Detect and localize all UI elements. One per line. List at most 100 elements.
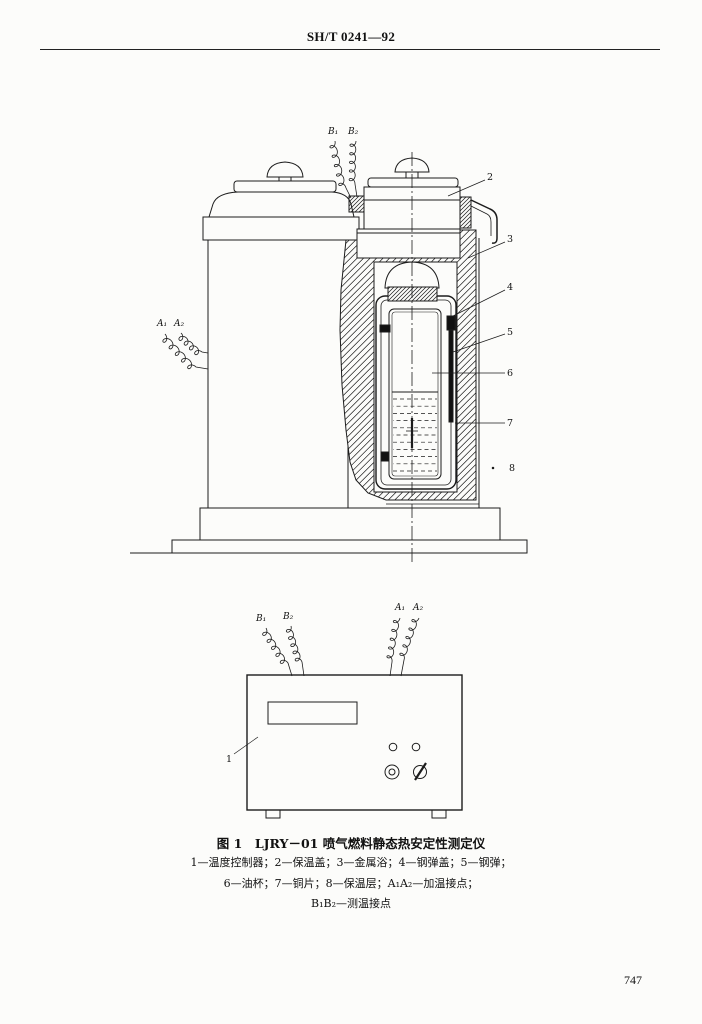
left-unit-collar [202, 216, 360, 241]
part-label-7: 7 [507, 418, 513, 429]
hatch-line [341, 257, 364, 280]
wire-b1 [329, 140, 352, 199]
hatch-line [343, 250, 359, 266]
bomb-wall-strip [448, 329, 454, 423]
hatch-line [456, 457, 477, 477]
steel-bomb-lid [387, 286, 438, 302]
hatch-line [345, 403, 375, 432]
hatch-line [392, 257, 397, 263]
hatch-line [382, 491, 390, 500]
hatch-line [466, 490, 477, 501]
hatch-line [456, 314, 477, 334]
hatch-line [358, 206, 365, 213]
controller-wire-label-a1: A₁ [394, 603, 405, 613]
hatch-line [466, 223, 472, 229]
hatch-line [350, 442, 375, 466]
seal-block-right [446, 315, 456, 331]
hatch-line [427, 491, 436, 501]
left-unit-lid [208, 191, 355, 218]
hatch-line [368, 488, 375, 494]
controller-wire-label-a2: A₂ [412, 603, 423, 613]
hatch-line [411, 286, 427, 302]
hatch-line [348, 423, 375, 450]
hatch-line [456, 262, 477, 282]
lid-clamp-right [459, 196, 472, 229]
hatch-line [378, 491, 384, 498]
hatch-line [345, 239, 350, 244]
hatch-line [358, 468, 375, 484]
hatch-line [459, 229, 470, 240]
hatch-line [341, 351, 375, 385]
hatch-line [456, 444, 477, 464]
hatch-line [387, 286, 395, 294]
controller-wire-b1 [262, 627, 293, 677]
hatch-line [343, 371, 375, 403]
hatch-line [456, 438, 477, 458]
left-unit-lid-rim [233, 180, 337, 193]
hatch-line [456, 418, 477, 438]
hatch-line [456, 288, 477, 308]
hatch-line [450, 257, 455, 263]
hatch-line [362, 475, 375, 488]
hatch-line [424, 257, 429, 263]
hatch-line [456, 353, 477, 373]
hatch-line [472, 496, 477, 501]
indicator-lamp-left [388, 742, 398, 752]
leader-5 [452, 333, 506, 353]
hatch-line [342, 364, 375, 397]
hatch-line [456, 464, 477, 484]
hatch-line [456, 392, 477, 412]
hatch-line [456, 425, 477, 445]
seal-block-left [379, 324, 391, 333]
hatch-line [349, 436, 375, 461]
part-label-8: 8 [509, 463, 515, 474]
hatch-line [420, 491, 429, 501]
hatch-line [387, 286, 399, 298]
hatch-line [340, 312, 375, 347]
hatch-line [340, 325, 375, 359]
hatch-line [341, 345, 375, 378]
hatch-line [456, 269, 477, 289]
part-label-6: 6 [507, 368, 513, 379]
leader-3 [467, 241, 506, 259]
hatch-line [343, 377, 375, 408]
hatch-line [431, 295, 438, 302]
hatch-line [344, 384, 375, 414]
hatch-line [348, 195, 356, 203]
hatch-line [385, 257, 390, 263]
hatch-line [387, 286, 403, 302]
sectioned-heater-unit [339, 157, 498, 508]
hatch-line [411, 257, 416, 263]
hatch-line [456, 373, 477, 393]
figure-legend-line-2: 6—油杯；7—铜片；8—保温层；A₁A₂—加温接点； [223, 877, 479, 890]
hatch-line [343, 244, 359, 259]
hatch-line [456, 249, 477, 269]
part-label-3: 3 [507, 234, 513, 245]
oil-cup-outer [388, 308, 442, 480]
hatch-line [346, 410, 375, 438]
figure-legend-line-1: 1—温度控制器；2—保温盖；3—金属浴；4—钢弹盖；5—钢弹； [190, 856, 512, 869]
wire-label-a1: A₁ [156, 319, 167, 329]
left-unit-knob [266, 161, 304, 178]
hatch-line [342, 358, 375, 391]
hatch-line [459, 215, 472, 228]
left-heater-unit [202, 161, 360, 509]
hatch-line [350, 198, 365, 213]
hatch-line [427, 291, 438, 302]
hatch-line [456, 340, 477, 360]
hatch-line [456, 360, 477, 380]
hatch-line [440, 491, 449, 501]
indicator-lamp-right [411, 742, 421, 752]
hatch-line [355, 462, 375, 481]
hatch-line [340, 319, 375, 353]
hatch-line [456, 386, 477, 406]
wire-label-b1: B₁ [327, 127, 338, 137]
hatch-line [344, 239, 356, 252]
hatch-line [391, 286, 407, 302]
figure-caption-title: 图 1 LJRY－01 喷气燃料静态热安定性测定仪 [216, 836, 486, 851]
page-number: 747 [624, 973, 642, 987]
controller-wire-a1 [386, 617, 401, 677]
hatch-line [456, 321, 477, 341]
controller-wire-label-b1: B₁ [255, 614, 266, 624]
hatch-line [348, 429, 375, 455]
